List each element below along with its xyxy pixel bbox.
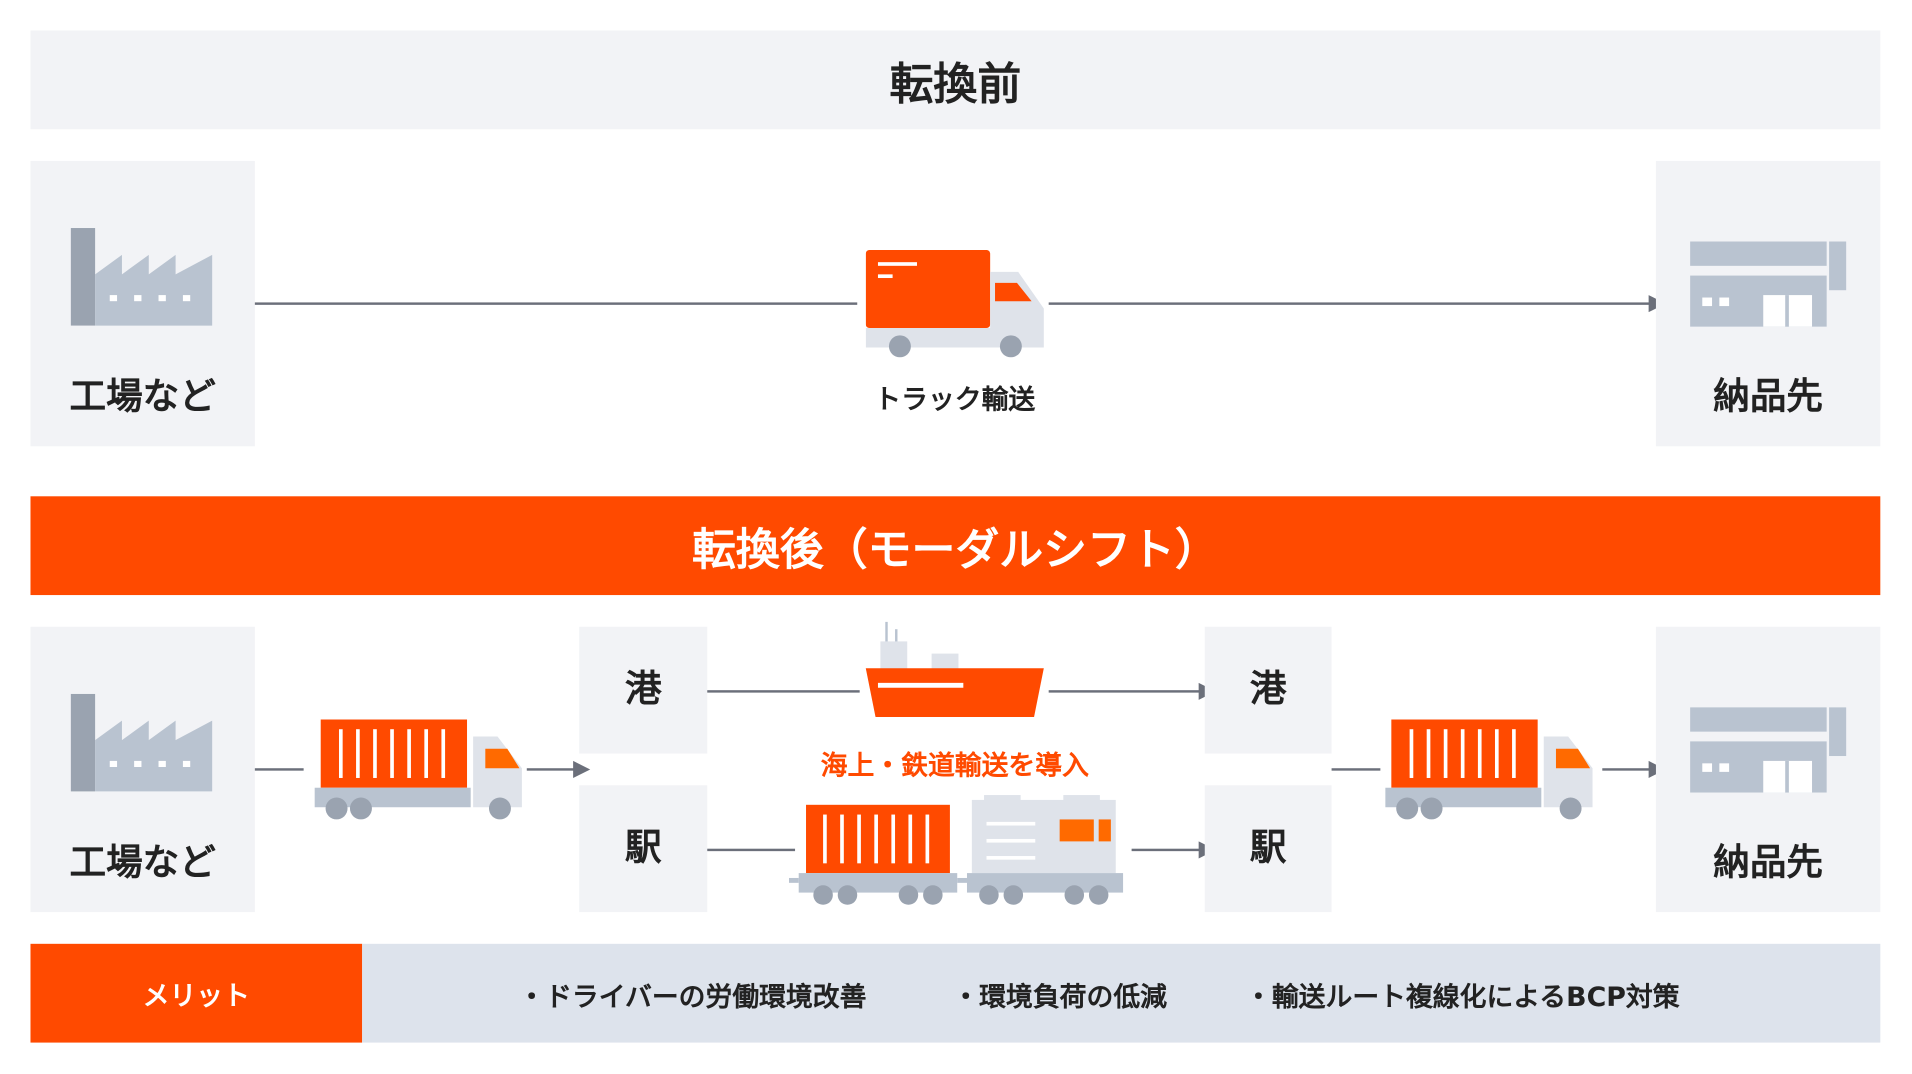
port-box: 港 bbox=[579, 626, 708, 754]
factory-icon bbox=[70, 228, 213, 326]
station-label: 駅 bbox=[624, 826, 662, 870]
route-line bbox=[1331, 768, 1381, 771]
destination-label: 納品先 bbox=[1713, 841, 1824, 885]
factory-icon bbox=[70, 693, 213, 792]
station-label: 駅 bbox=[1249, 826, 1287, 870]
truck-icon bbox=[865, 249, 1044, 358]
route-line bbox=[1048, 302, 1652, 305]
route-line bbox=[1602, 768, 1652, 771]
port-box: 港 bbox=[1204, 626, 1332, 754]
merit-item: ・輸送ルート複線化によるBCP対策 bbox=[1245, 982, 1680, 1014]
merit-item: ・環境負荷の低減 bbox=[952, 982, 1167, 1014]
merit-label-box: メリット bbox=[30, 943, 363, 1043]
origin-label: 工場など bbox=[69, 841, 216, 885]
before-title: 転換前 bbox=[889, 59, 1022, 110]
train-icon bbox=[788, 795, 1124, 905]
origin-label: 工場など bbox=[69, 375, 216, 419]
route-line bbox=[254, 302, 858, 305]
destination-box: 納品先 bbox=[1655, 160, 1881, 447]
merit-list: ・ドライバーの労働環境改善 ・環境負荷の低減 ・輸送ルート複線化によるBCP対策 bbox=[362, 943, 1881, 1043]
container-truck-icon bbox=[314, 719, 522, 820]
before-header: 転換前 bbox=[30, 30, 1881, 130]
route-line bbox=[707, 690, 860, 693]
arrow-icon bbox=[573, 760, 591, 778]
transport-label: トラック輸送 bbox=[874, 385, 1036, 416]
route-line bbox=[1131, 848, 1202, 852]
route-line bbox=[707, 848, 796, 852]
station-box: 駅 bbox=[1204, 785, 1332, 913]
container-truck-icon bbox=[1385, 719, 1593, 820]
route-line bbox=[526, 768, 576, 771]
mode-note: 海上・鉄道輸送を導入 bbox=[820, 751, 1089, 782]
ship-icon bbox=[865, 621, 1044, 718]
station-box: 駅 bbox=[579, 785, 708, 913]
route-line bbox=[1048, 690, 1202, 693]
destination-label: 納品先 bbox=[1713, 375, 1824, 419]
merit-item: ・ドライバーの労働環境改善 bbox=[518, 982, 867, 1014]
route-line bbox=[254, 768, 304, 771]
merit-label: メリット bbox=[142, 981, 250, 1012]
warehouse-icon bbox=[1690, 707, 1847, 793]
port-label: 港 bbox=[624, 668, 662, 711]
origin-box: 工場など bbox=[30, 626, 255, 913]
after-header: 転換後（モーダルシフト） bbox=[30, 496, 1881, 596]
destination-box: 納品先 bbox=[1655, 626, 1881, 913]
origin-box: 工場など bbox=[30, 160, 255, 447]
port-label: 港 bbox=[1249, 668, 1287, 711]
warehouse-icon bbox=[1690, 241, 1847, 327]
after-title: 転換後（モーダルシフト） bbox=[691, 524, 1219, 575]
